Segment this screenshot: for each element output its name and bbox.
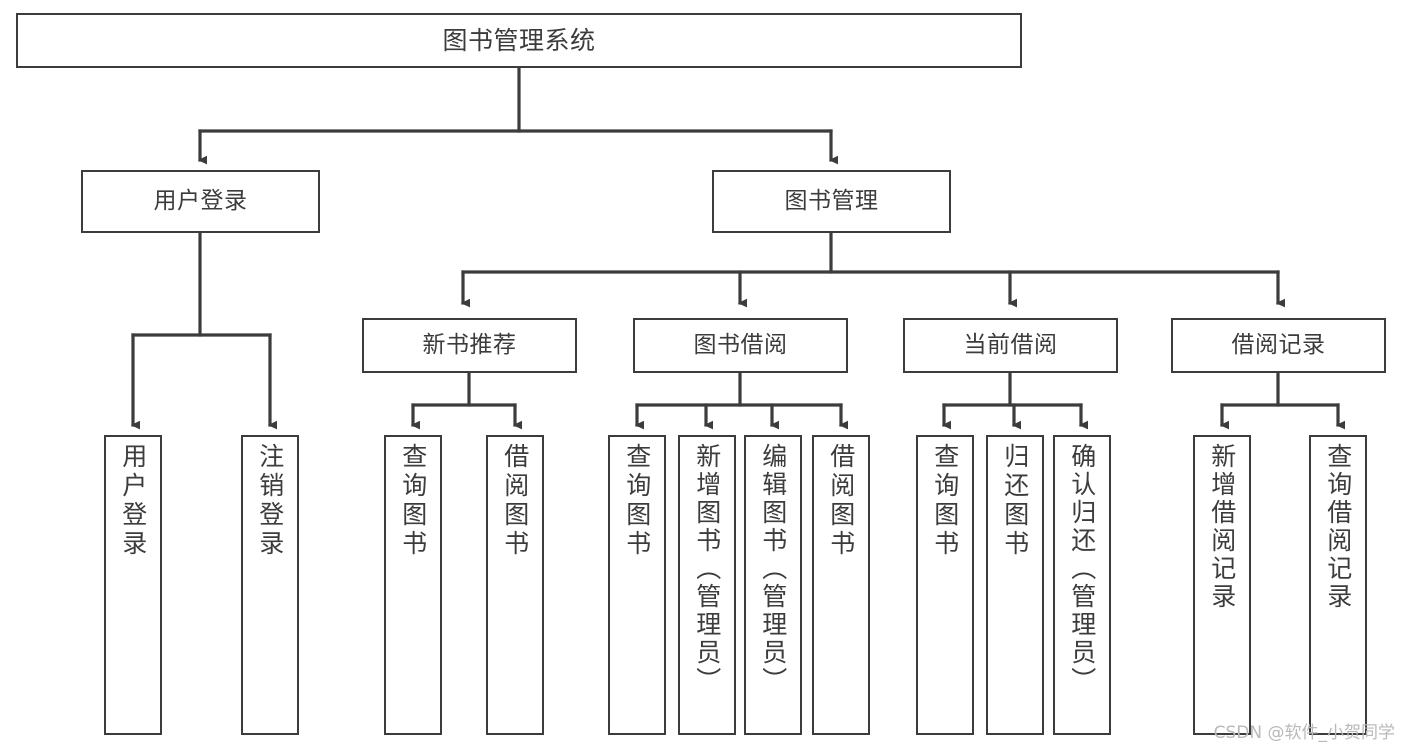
node-root-system[interactable]: 图书管理系统 xyxy=(16,13,1022,68)
node-book-manage[interactable]: 图书管理 xyxy=(712,170,951,233)
node-label: 图书管理系统 xyxy=(442,25,596,55)
node-label: 确认归还（管理员） xyxy=(1067,443,1097,695)
node-label: 用户登录 xyxy=(153,187,248,214)
node-borrow-borrow-book[interactable]: 借阅图书 xyxy=(812,435,870,735)
node-label: 注销登录 xyxy=(255,443,285,559)
node-label: 查询图书 xyxy=(398,443,428,559)
node-new-book-recommend[interactable]: 新书推荐 xyxy=(362,318,577,373)
node-user-logout[interactable]: 注销登录 xyxy=(241,435,299,735)
node-recommend-borrow-book[interactable]: 借阅图书 xyxy=(486,435,544,735)
node-label: 图书管理 xyxy=(784,187,879,214)
node-borrow-edit-book[interactable]: 编辑图书（管理员） xyxy=(744,435,802,735)
node-label: 借阅图书 xyxy=(500,443,530,559)
node-label: 借阅图书 xyxy=(826,443,856,559)
node-recommend-query-book[interactable]: 查询图书 xyxy=(384,435,442,735)
node-label: 归还图书 xyxy=(1000,443,1030,559)
node-borrow-add-book[interactable]: 新增图书（管理员） xyxy=(678,435,736,735)
node-record-query[interactable]: 查询借阅记录 xyxy=(1309,435,1367,735)
csdn-watermark: CSDN @软件_小贺同学 xyxy=(1213,723,1395,743)
node-current-return-book[interactable]: 归还图书 xyxy=(986,435,1044,735)
node-borrow-record[interactable]: 借阅记录 xyxy=(1171,318,1386,373)
node-label: 查询借阅记录 xyxy=(1323,443,1353,611)
node-label: 当前借阅 xyxy=(963,331,1058,358)
node-label: 新增借阅记录 xyxy=(1207,443,1237,611)
node-label: 新增图书（管理员） xyxy=(692,443,722,695)
node-label: 借阅记录 xyxy=(1231,331,1326,358)
node-current-query-book[interactable]: 查询图书 xyxy=(916,435,974,735)
node-label: 新书推荐 xyxy=(422,331,517,358)
node-current-borrow[interactable]: 当前借阅 xyxy=(903,318,1118,373)
node-current-confirm-return[interactable]: 确认归还（管理员） xyxy=(1053,435,1111,735)
node-user-login-do[interactable]: 用户登录 xyxy=(104,435,162,735)
node-label: 编辑图书（管理员） xyxy=(758,443,788,695)
node-book-borrow[interactable]: 图书借阅 xyxy=(633,318,848,373)
node-record-add[interactable]: 新增借阅记录 xyxy=(1193,435,1251,735)
node-label: 图书借阅 xyxy=(693,331,788,358)
node-borrow-query-book[interactable]: 查询图书 xyxy=(608,435,666,735)
node-label: 查询图书 xyxy=(930,443,960,559)
node-label: 用户登录 xyxy=(118,443,148,559)
node-user-login[interactable]: 用户登录 xyxy=(81,170,320,233)
node-label: 查询图书 xyxy=(622,443,652,559)
